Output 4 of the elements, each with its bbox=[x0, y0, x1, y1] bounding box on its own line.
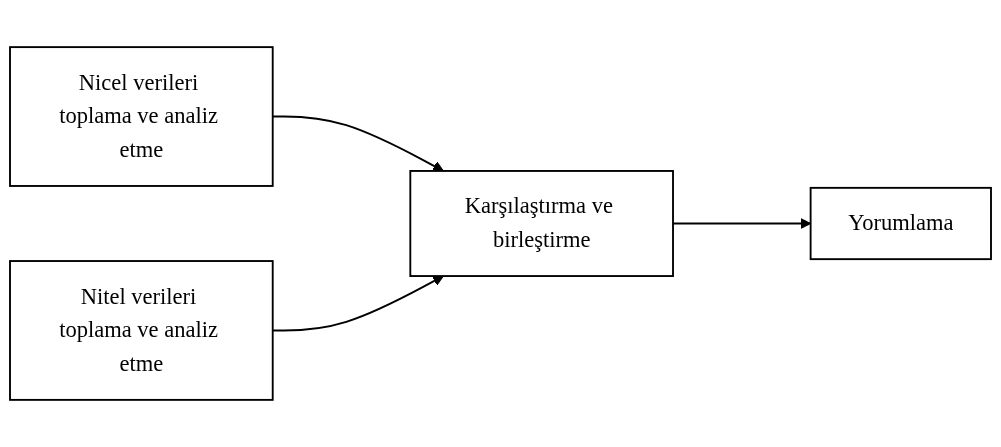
node-box: Nitel verileri toplama ve analiz etme bbox=[9, 260, 274, 401]
node-box: Karşılaştırma ve birleştirme bbox=[409, 170, 674, 277]
node-box: Nicel verileri toplama ve analiz etme bbox=[9, 46, 274, 187]
node-box: Yorumlama bbox=[809, 186, 992, 261]
